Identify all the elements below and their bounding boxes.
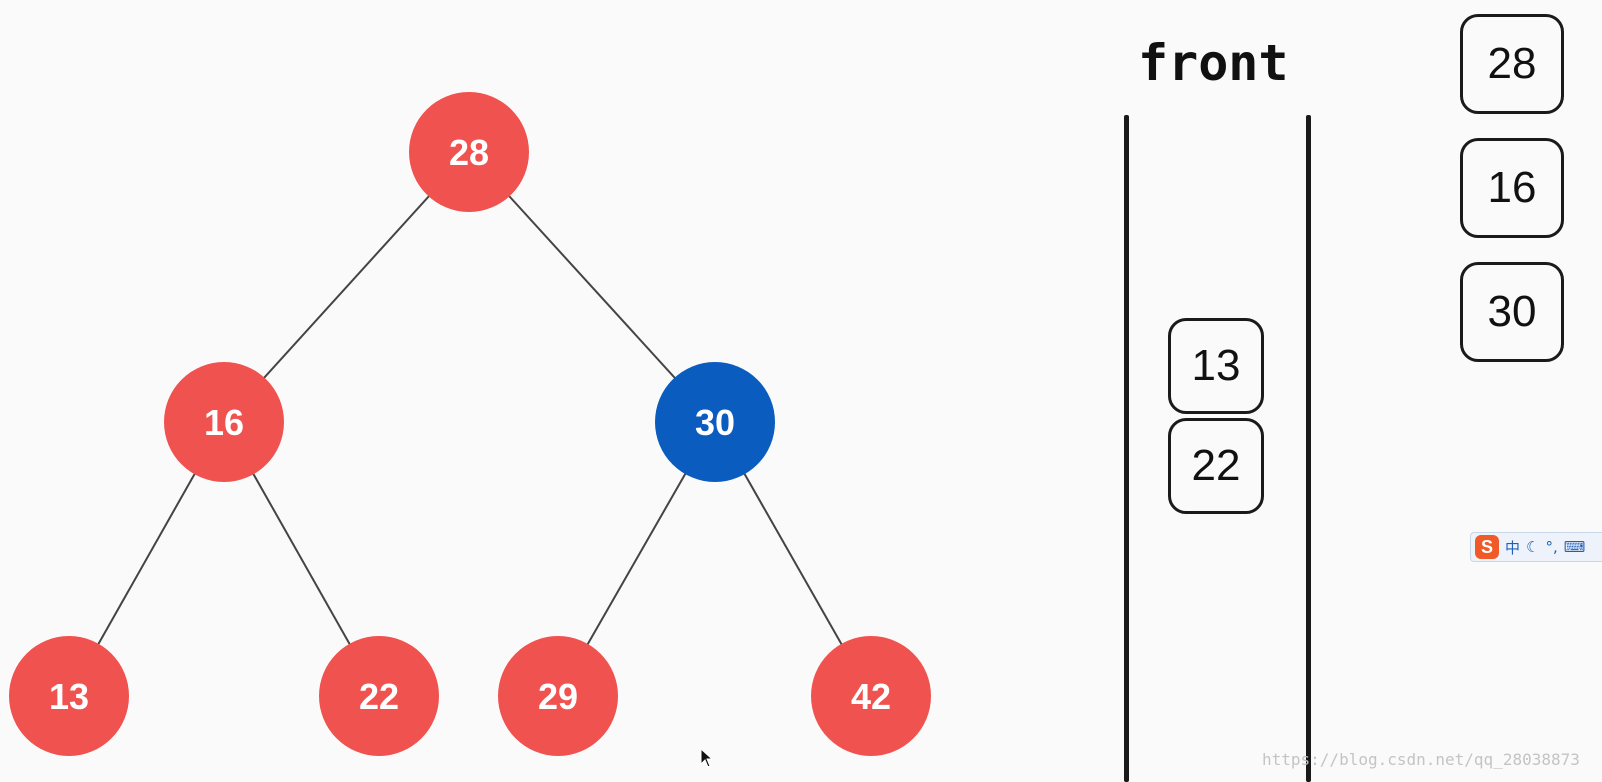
tree-edge-28-16 [223,151,470,423]
queue-item: 22 [1168,418,1264,514]
tree-node-28: 28 [409,92,529,212]
tree-node-label: 30 [695,402,735,443]
tree-node-label: 22 [359,676,399,717]
moon-icon[interactable]: ☾ [1526,538,1540,556]
tree-node-circle [319,636,439,756]
tree-node-label: 28 [449,132,489,173]
punctuation-icon[interactable]: °, [1545,538,1558,556]
ime-mode-toggle[interactable]: 中 [1505,538,1521,557]
tree-node-label: 29 [538,676,578,717]
tree-nodes: 28 16 30 13 22 29 42 [9,92,931,756]
tree-node-circle [498,636,618,756]
tree-node-circle [9,636,129,756]
ime-logo-icon[interactable]: S [1475,535,1499,559]
queue-left-wall [1124,115,1129,782]
tree-node-circle [164,362,284,482]
visited-item: 30 [1460,262,1564,362]
visited-item: 16 [1460,138,1564,238]
tree-node-42: 42 [811,636,931,756]
tree-node-label: 42 [851,676,891,717]
tree-node-29: 29 [498,636,618,756]
tree-node-30: 30 [655,362,775,482]
tree-node-circle [655,362,775,482]
tree-node-22: 22 [319,636,439,756]
tree-edge-28-30 [468,151,716,423]
tree-node-circle [811,636,931,756]
tree-node-label: 16 [204,402,244,443]
visited-item: 28 [1460,14,1564,114]
watermark-url: https://blog.csdn.net/qq_28038873 [1262,750,1580,769]
binary-tree: 28 16 30 13 22 29 42 [9,92,931,756]
ime-toolbar[interactable]: S 中 ☾ °, ⌨ [1470,532,1602,562]
tree-node-13: 13 [9,636,129,756]
keyboard-icon[interactable]: ⌨ [1563,538,1586,556]
tree-node-circle [409,92,529,212]
queue-front-label: front [1138,34,1289,92]
tree-node-label: 13 [49,676,89,717]
queue-item: 13 [1168,318,1264,414]
queue-right-wall [1306,115,1311,782]
tree-node-16: 16 [164,362,284,482]
mouse-cursor-icon [700,748,714,768]
